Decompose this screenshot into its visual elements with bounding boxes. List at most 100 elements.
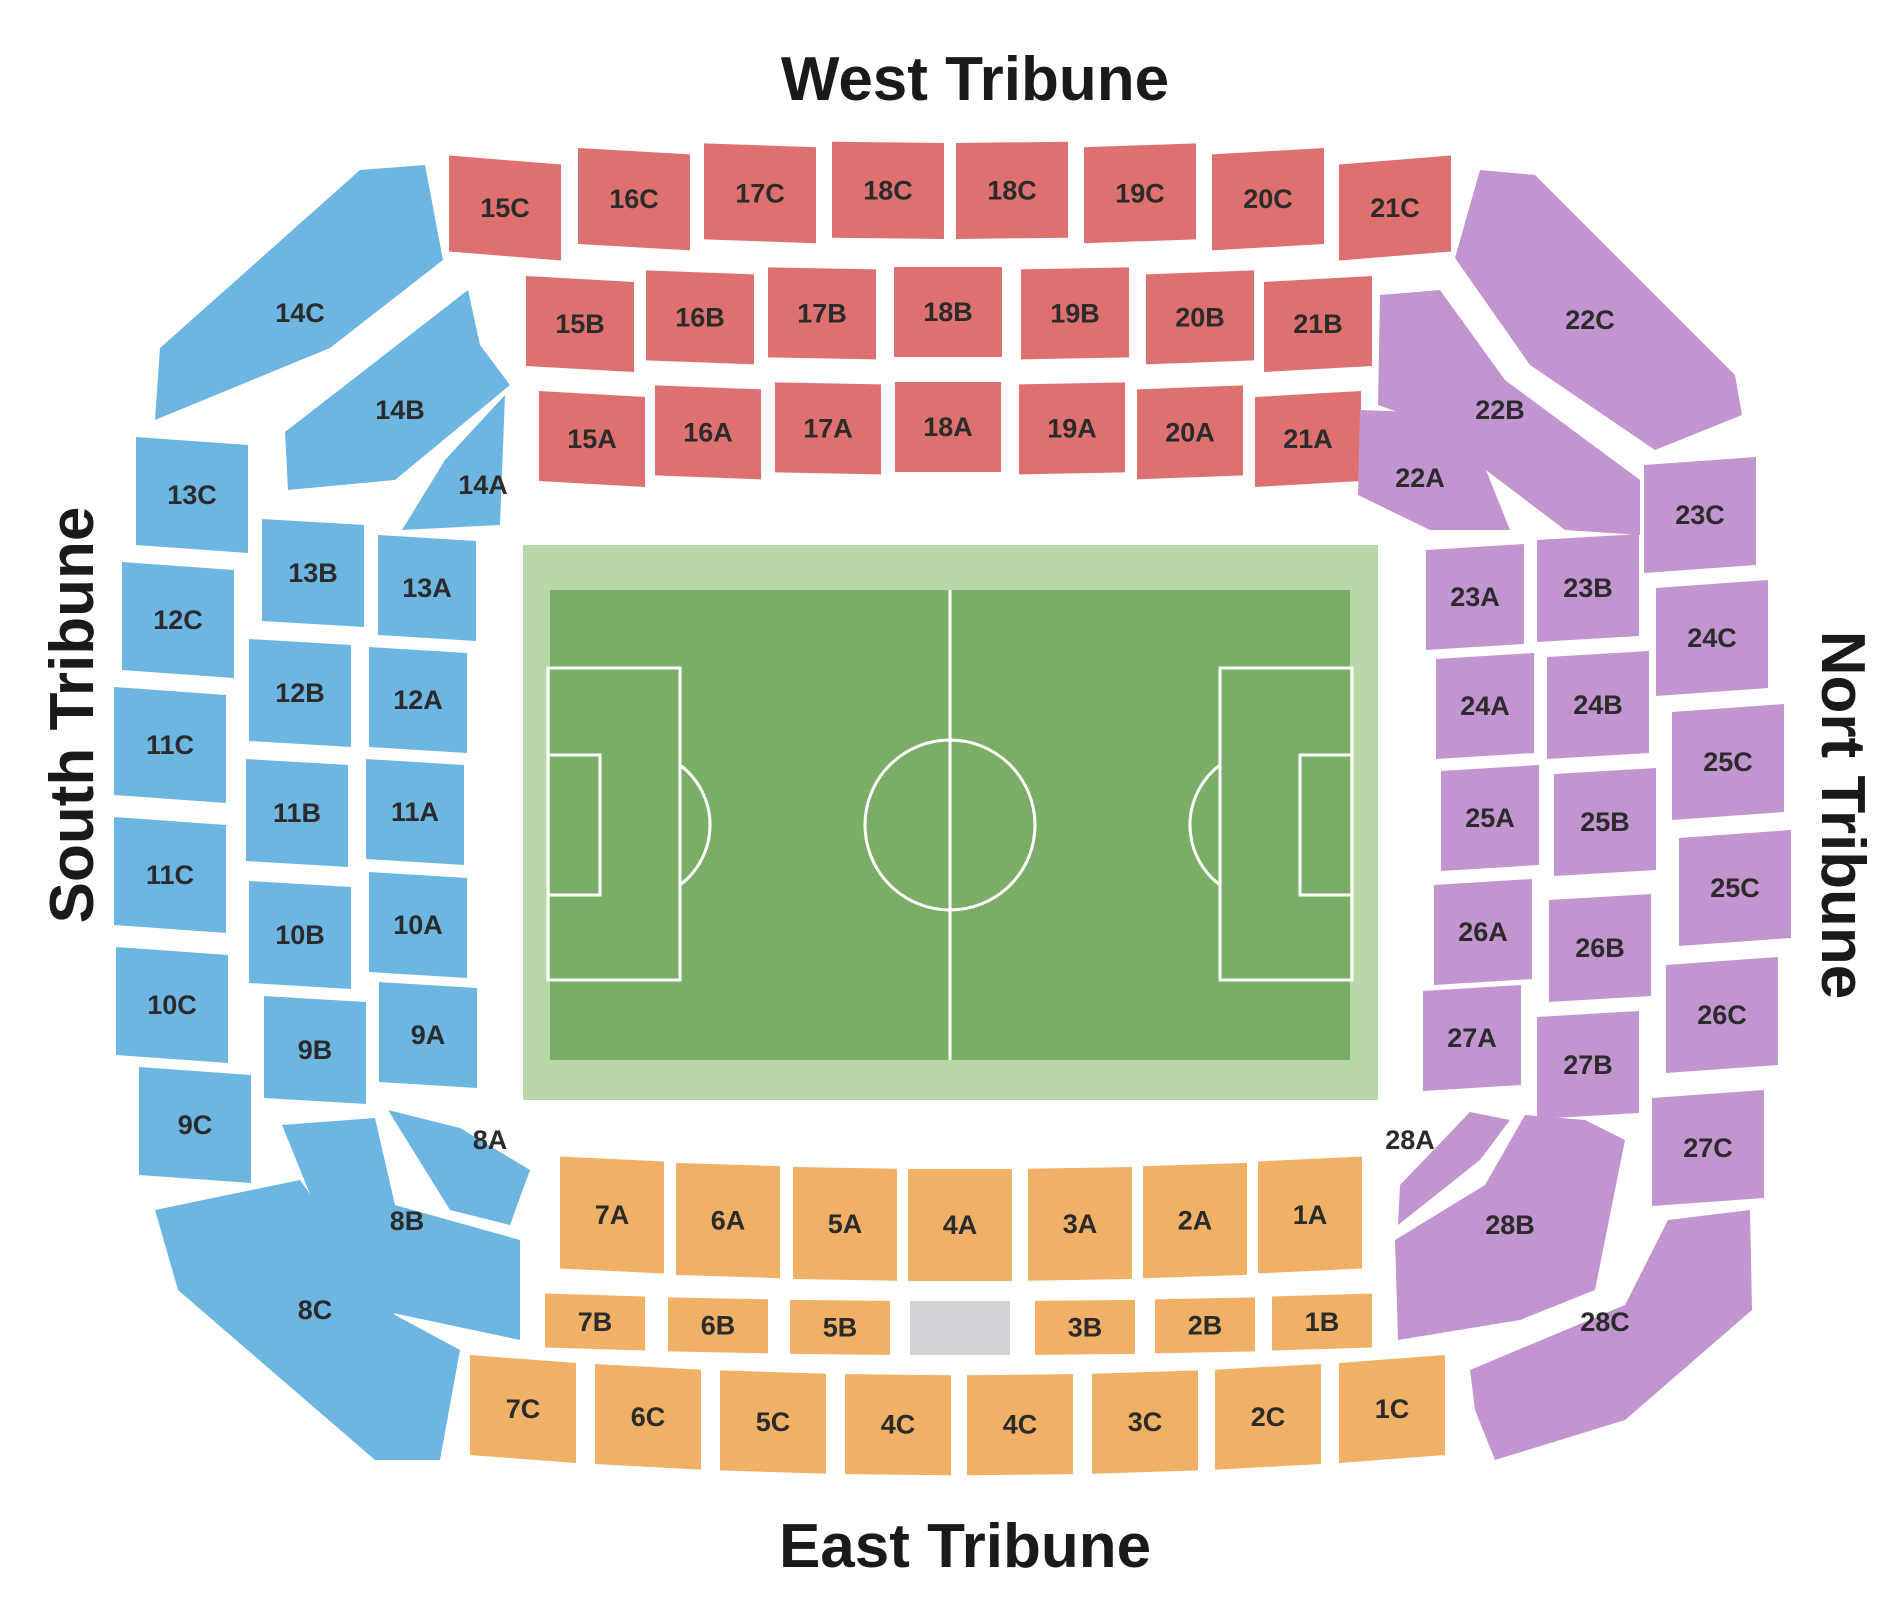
section-north-outer-2[interactable]: 25C (1672, 704, 1784, 820)
section-south-middle-1[interactable]: 12B (249, 639, 351, 747)
section-north-outer-4-shape[interactable] (1666, 957, 1778, 1073)
section-south-outer-1-shape[interactable] (122, 562, 234, 678)
section-north-corner-top-1-shape[interactable] (1378, 290, 1640, 535)
section-east-outer-4[interactable]: 4C (967, 1374, 1073, 1476)
section-south-outer-2-shape[interactable] (114, 687, 226, 803)
section-west-outer-0[interactable]: 15C (449, 155, 561, 261)
section-east-outer-1-shape[interactable] (595, 1363, 701, 1470)
section-south-inner-0[interactable]: 13A (378, 535, 476, 641)
section-north-middle-1-shape[interactable] (1547, 651, 1649, 759)
section-north-corner-bottom-2[interactable]: 28C (1470, 1210, 1752, 1460)
section-north-outer-4[interactable]: 26C (1666, 957, 1778, 1073)
section-east-outer-7-shape[interactable] (1339, 1355, 1445, 1463)
section-west-outer-5[interactable]: 19C (1084, 143, 1196, 244)
section-south-middle-0[interactable]: 13B (262, 519, 364, 627)
section-west-outer-2[interactable]: 17C (704, 143, 816, 244)
section-east-outer-7[interactable]: 1C (1339, 1355, 1445, 1463)
section-east-middle-1[interactable]: 6B (668, 1297, 768, 1354)
section-south-inner-4[interactable]: 9A (379, 982, 477, 1088)
section-west-inner-0-shape[interactable] (539, 391, 645, 487)
section-north-outer-0-shape[interactable] (1644, 457, 1756, 573)
section-east-outer-3[interactable]: 4C (845, 1374, 951, 1476)
section-west-outer-1-shape[interactable] (578, 147, 690, 251)
section-south-corner-top-1-shape[interactable] (285, 290, 510, 490)
section-north-corner-bottom-0[interactable]: 28A (1385, 1112, 1510, 1225)
section-west-inner-5-shape[interactable] (1137, 385, 1243, 480)
section-east-inner-1[interactable]: 6A (676, 1162, 780, 1279)
section-west-middle-6[interactable]: 21B (1264, 276, 1372, 372)
section-east-middle-4-shape[interactable] (1035, 1299, 1135, 1355)
section-south-corner-bottom-1[interactable]: 8B (282, 1118, 520, 1340)
section-west-outer-2-shape[interactable] (704, 143, 816, 244)
section-west-outer-7[interactable]: 21C (1339, 155, 1451, 261)
section-east-outer-5[interactable]: 3C (1092, 1370, 1198, 1474)
section-north-corner-bottom-2-shape[interactable] (1470, 1210, 1752, 1460)
section-north-corner-bottom-1[interactable]: 28B (1395, 1115, 1625, 1340)
section-east-inner-2-shape[interactable] (793, 1167, 897, 1281)
section-west-outer-5-shape[interactable] (1084, 143, 1196, 244)
section-west-outer-4-shape[interactable] (956, 141, 1068, 240)
section-east-middle-5[interactable]: 2B (1155, 1297, 1255, 1354)
section-west-inner-2-shape[interactable] (775, 382, 881, 475)
section-east-middle-6-shape[interactable] (1272, 1293, 1372, 1351)
section-south-outer-5-shape[interactable] (139, 1067, 251, 1183)
section-east-outer-5-shape[interactable] (1092, 1370, 1198, 1474)
section-east-inner-0-shape[interactable] (560, 1156, 664, 1274)
section-north-outer-1[interactable]: 24C (1656, 580, 1768, 696)
section-east-outer-6[interactable]: 2C (1215, 1363, 1321, 1470)
section-east-inner-6[interactable]: 1A (1258, 1156, 1362, 1274)
section-east-outer-4-shape[interactable] (967, 1374, 1073, 1476)
section-south-inner-4-shape[interactable] (379, 982, 477, 1088)
section-east-inner-1-shape[interactable] (676, 1162, 780, 1279)
section-east-middle-2-shape[interactable] (790, 1299, 890, 1355)
section-east-outer-2[interactable]: 5C (720, 1370, 826, 1474)
section-south-outer-1[interactable]: 12C (122, 562, 234, 678)
section-east-inner-6-shape[interactable] (1258, 1156, 1362, 1274)
section-west-inner-4[interactable]: 19A (1019, 382, 1125, 475)
section-south-corner-bottom-0[interactable]: 8A (388, 1110, 530, 1225)
section-west-inner-3[interactable]: 18A (895, 382, 1001, 472)
section-south-middle-4-shape[interactable] (264, 996, 366, 1104)
section-south-outer-0-shape[interactable] (136, 437, 248, 553)
section-north-outer-1-shape[interactable] (1656, 580, 1768, 696)
section-north-corner-bottom-0-shape[interactable] (1398, 1112, 1510, 1225)
section-south-inner-3-shape[interactable] (369, 872, 467, 978)
section-west-inner-2[interactable]: 17A (775, 382, 881, 475)
section-south-middle-2-shape[interactable] (246, 759, 348, 867)
section-west-outer-6-shape[interactable] (1212, 147, 1324, 251)
section-south-corner-top-2[interactable]: 14A (402, 395, 508, 530)
section-east-middle-1-shape[interactable] (668, 1297, 768, 1354)
section-north-corner-top-1[interactable]: 22B (1378, 290, 1640, 535)
section-north-corner-top-2[interactable]: 22A (1358, 410, 1510, 530)
section-south-inner-0-shape[interactable] (378, 535, 476, 641)
section-south-corner-bottom-2-shape[interactable] (155, 1180, 460, 1460)
section-south-outer-5[interactable]: 9C (139, 1067, 251, 1183)
section-north-inner-3-shape[interactable] (1434, 879, 1532, 985)
section-south-inner-2-shape[interactable] (366, 759, 464, 865)
section-north-middle-2[interactable]: 25B (1554, 768, 1656, 876)
section-east-inner-4[interactable]: 3A (1028, 1167, 1132, 1281)
section-south-inner-1-shape[interactable] (369, 647, 467, 753)
section-north-corner-top-0-shape[interactable] (1455, 170, 1742, 450)
section-south-inner-1[interactable]: 12A (369, 647, 467, 753)
section-south-middle-0-shape[interactable] (262, 519, 364, 627)
section-east-inner-3[interactable]: 4A (908, 1169, 1012, 1281)
section-north-corner-top-0[interactable]: 22C (1455, 170, 1742, 450)
section-west-inner-6-shape[interactable] (1255, 391, 1361, 487)
section-west-middle-5[interactable]: 20B (1146, 270, 1254, 365)
section-north-middle-2-shape[interactable] (1554, 768, 1656, 876)
section-north-inner-1-shape[interactable] (1436, 653, 1534, 759)
section-north-middle-3-shape[interactable] (1549, 894, 1651, 1002)
section-south-inner-3[interactable]: 10A (369, 872, 467, 978)
section-south-corner-bottom-2[interactable]: 8C (155, 1180, 460, 1460)
section-south-corner-top-2-shape[interactable] (402, 395, 505, 530)
section-south-middle-3[interactable]: 10B (249, 881, 351, 989)
section-east-outer-1[interactable]: 6C (595, 1363, 701, 1470)
section-west-middle-4-shape[interactable] (1021, 267, 1129, 360)
section-west-middle-6-shape[interactable] (1264, 276, 1372, 372)
section-south-middle-4[interactable]: 9B (264, 996, 366, 1104)
section-north-inner-4[interactable]: 27A (1423, 985, 1521, 1091)
section-north-inner-0-shape[interactable] (1426, 544, 1524, 650)
section-south-outer-3[interactable]: 11C (114, 817, 226, 933)
section-west-outer-3-shape[interactable] (832, 141, 944, 240)
